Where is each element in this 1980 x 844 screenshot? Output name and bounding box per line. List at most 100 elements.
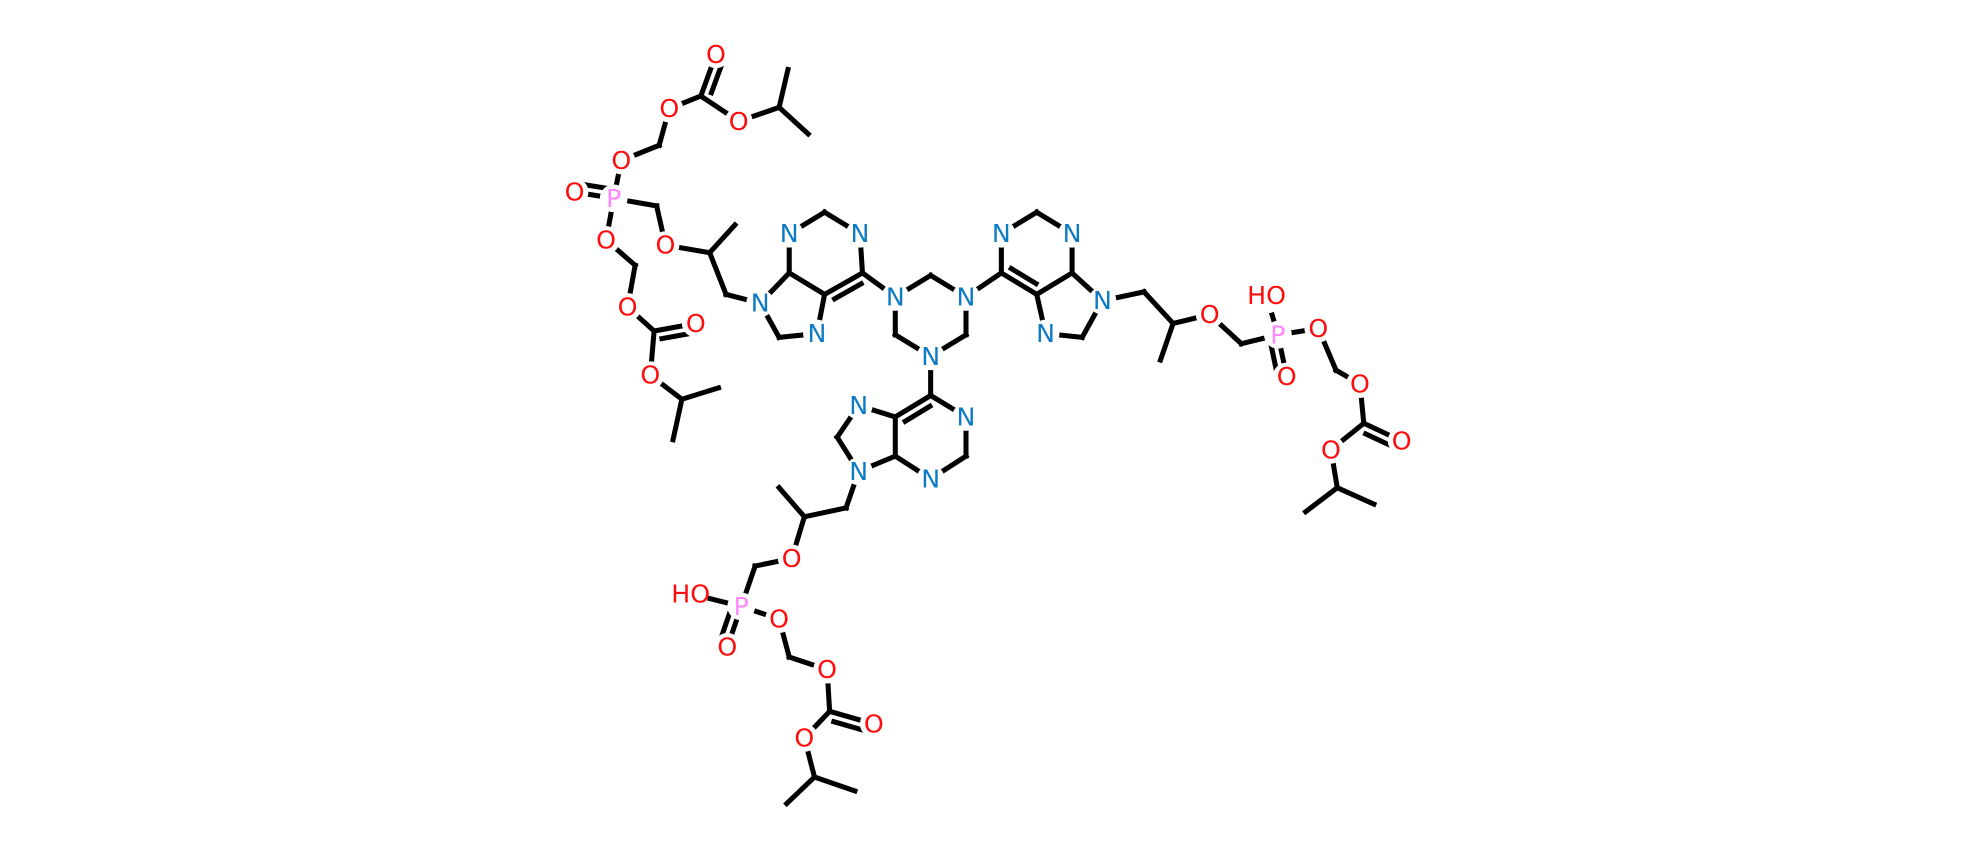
bond [821,269,866,298]
atom-label-o: O [686,309,706,338]
atom-label-n: N [957,282,976,311]
atom-label-n: N [751,289,770,318]
atom-label-p: P [606,184,621,213]
bond [776,66,791,111]
atom-label-o: O [596,226,616,255]
atom-label-n: N [992,219,1011,248]
atom-background [636,361,665,390]
atom-label-n: N [849,391,868,420]
atom-background [713,633,742,661]
bond [783,773,819,808]
bond [830,718,868,734]
atom-background [1304,314,1333,343]
bond [708,60,726,97]
atom-label-ho: HO [1247,281,1286,310]
atom-background [844,391,873,420]
atom-background [607,146,636,175]
atom-background [1031,319,1060,348]
atom-background [813,655,841,684]
bond [1362,430,1396,450]
atom-background [916,342,945,371]
atom-label-n: N [780,219,799,248]
atom-background [775,219,804,248]
atom-background [916,464,945,493]
bond [706,221,739,257]
atom-background [1317,435,1345,464]
atom-label-n: N [808,319,827,348]
atom-label-n: N [957,402,976,431]
atom-label-p: P [734,592,749,621]
atom-label-o: O [640,361,660,390]
atom-background [673,576,709,612]
atom-label-o: O [1350,370,1370,399]
bond [678,384,722,403]
atom-label-o: O [782,544,802,573]
atom-label-n: N [849,457,868,486]
atom-background [599,184,628,213]
atom-label-o: O [717,632,737,661]
bond [1267,339,1280,376]
atom-label-n: N [921,464,940,493]
atom-label-n: N [921,342,940,371]
atom-background [1272,362,1301,391]
atom-label-n: N [886,282,905,311]
atom-background [803,319,831,348]
atom-background [746,289,775,318]
atom-background [592,226,621,254]
atom-label-o: O [618,293,638,322]
atom-label-o: O [794,723,814,752]
bond [706,249,730,298]
atom-label-o: O [1200,300,1220,329]
atom-background [1248,277,1285,314]
bond [811,773,859,795]
atom-background [881,283,910,311]
atom-background [1264,320,1292,349]
atom-label-o: O [611,146,631,175]
atom-background [765,605,794,633]
atom-background [790,723,819,752]
bond [717,606,735,642]
atom-background [702,40,730,69]
bond [901,402,934,425]
atom-background [651,231,680,260]
atom-label-o: O [656,231,676,260]
atom-background [1195,300,1224,329]
atom-label-n: N [850,219,869,248]
bond [1302,484,1341,516]
atom-background [1346,370,1374,398]
bond [1007,265,1040,288]
atom-label-o: O [729,107,749,136]
bond [831,280,865,303]
atom-label-o: O [817,655,837,684]
bond [659,330,695,342]
bond [1333,484,1378,508]
atom-label-o: O [1392,426,1412,455]
atom-label-o: O [1277,362,1297,391]
atom-label-o: O [659,94,679,123]
atom-background [655,94,684,123]
bond [1157,320,1177,364]
bond [670,396,685,443]
bond [891,391,935,421]
atom-background [987,219,1016,248]
atom-background [844,457,873,486]
atom-label-n: N [1093,286,1112,315]
bond [1140,288,1177,328]
atom-background [1088,286,1117,315]
atom-background [777,544,806,573]
bond [785,269,829,298]
atom-background [859,710,888,738]
atom-background [681,309,710,338]
bond [997,269,1041,298]
bonds [571,51,1406,808]
atom-label-o: O [706,40,726,69]
atom-label-o: O [1321,435,1341,464]
atom-label-o: O [864,709,884,738]
atom-label-ho: HO [671,579,710,608]
atom-label-n: N [1063,219,1082,248]
bond [1033,269,1076,298]
atom-background [724,107,753,136]
atom-background [952,283,980,311]
